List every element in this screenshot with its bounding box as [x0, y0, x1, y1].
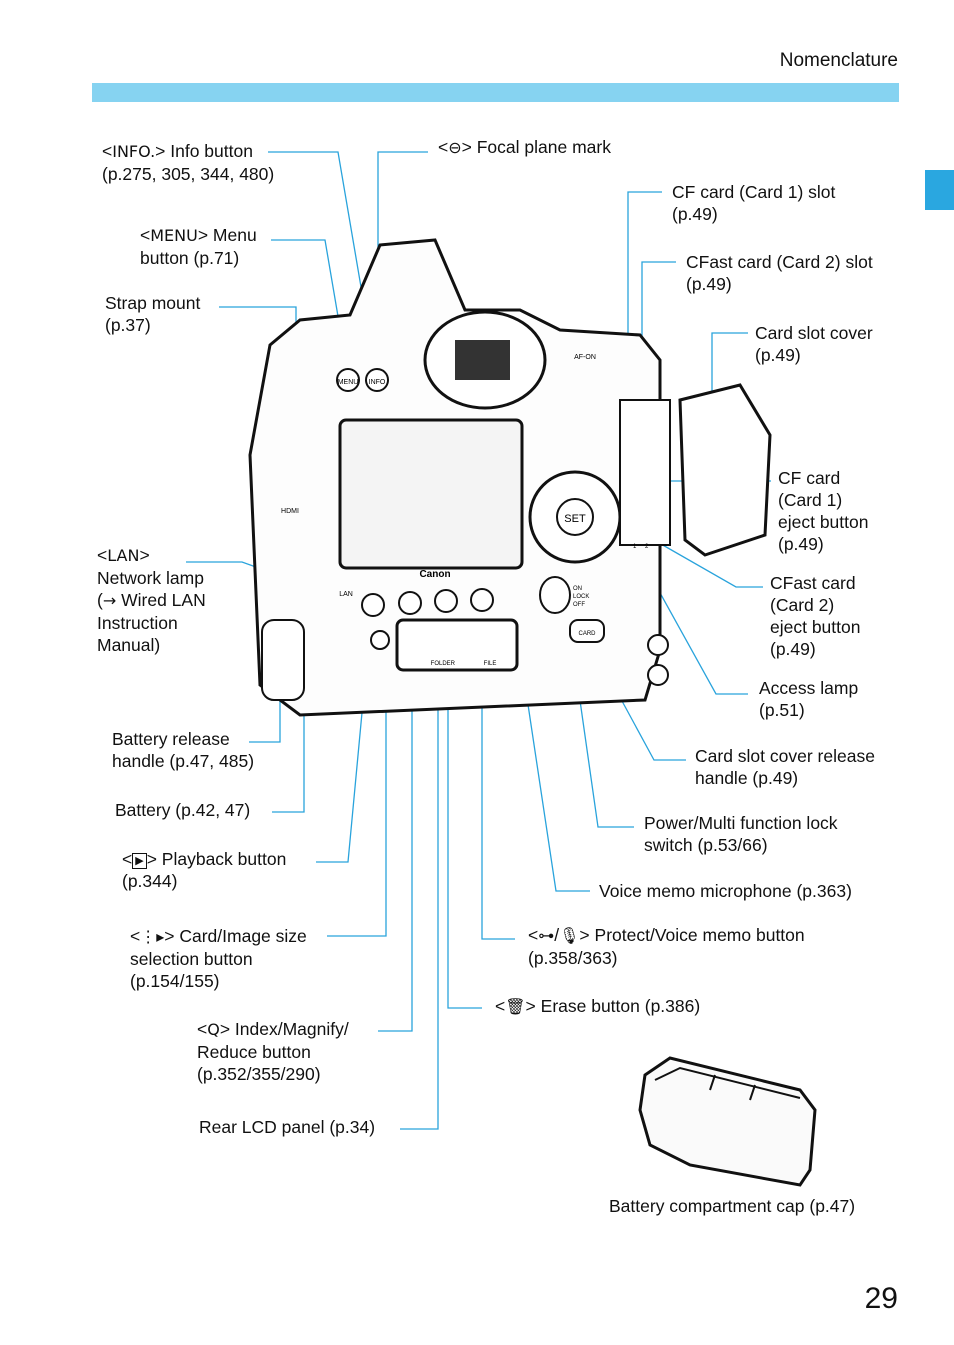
leader-battery [272, 688, 305, 813]
info-symbol: INFO. [112, 142, 156, 161]
af-on-marking: AF-ON [574, 354, 596, 361]
arrow-right-icon: → [102, 591, 117, 610]
leader-index [378, 606, 413, 1032]
access-lamp-label: Access lamp (p.51) [759, 678, 859, 720]
microphone-icon: 🎙 [559, 926, 580, 945]
lan-lamp-label: <LAN> Network lamp (→ Wired LAN Instruct… [97, 545, 206, 655]
cover-release-label: Card slot cover release handle (p.49) [695, 746, 875, 788]
lock-marking: LOCK [573, 594, 589, 600]
page-number: 29 [864, 1282, 898, 1315]
leader-access [653, 581, 748, 695]
menu-symbol: MENU [150, 226, 198, 245]
folder-marking: FOLDER [431, 661, 456, 667]
file-marking: FILE [484, 661, 497, 667]
section-title: Nomenclature [779, 50, 898, 71]
menu-button-label: <MENU> Menu button (p.71) [140, 225, 257, 268]
set-marking: SET [564, 513, 586, 525]
lan-symbol: LAN [107, 546, 140, 565]
strap-mount-label: Strap mount (p.37) [105, 293, 201, 335]
slot1-marking: 1 [633, 544, 637, 550]
cf-slot-label: CF card (Card 1) slot (p.49) [672, 182, 836, 224]
leader-protect [481, 606, 515, 940]
leader-cover [711, 332, 748, 418]
card-marking: CARD [578, 631, 596, 637]
leader-card-image [327, 650, 387, 937]
focal-plane-icon: ⊖ [448, 138, 462, 157]
battery-release-label: Battery release handle (p.47, 485) [112, 729, 255, 771]
erase-button-label: <🗑> Erase button (p.386) [495, 996, 701, 1016]
playback-icon: ▶ [132, 853, 147, 869]
cfast-eject-label: CFast card (Card 2) eject button (p.49) [770, 573, 861, 659]
camera-rear-illustration: SET MENU INFO Canon AF-ON LAN HDMI FOLDE… [248, 238, 772, 717]
cfast-slot-label: CFast card (Card 2) slot (p.49) [686, 252, 873, 294]
index-button-label: <Q> Index/Magnify/ Reduce button (p.352/… [197, 1019, 349, 1084]
battery-label: Battery (p.42, 47) [115, 800, 251, 820]
power-switch-label: Power/Multi function lock switch (p.53/6… [644, 813, 838, 855]
magnify-icon: Q [207, 1020, 220, 1039]
leader-erase [447, 606, 482, 1009]
info-marking: INFO [369, 379, 386, 386]
chapter-tab [925, 170, 954, 210]
card-image-size-icon: ⋮▸ [140, 927, 165, 946]
lan-marking: LAN [339, 591, 353, 598]
battery-cap-label: Battery compartment cap (p.47) [609, 1196, 856, 1216]
on-marking: ON [573, 586, 582, 592]
battery-cap-illustration [638, 1056, 817, 1187]
menu-marking: MENU [338, 379, 359, 386]
protect-button-label: <⊶/🎙> Protect/Voice memo button (p.358/3… [528, 925, 805, 968]
rear-lcd-label: Rear LCD panel (p.34) [199, 1117, 376, 1137]
key-icon: ⊶ [538, 926, 555, 945]
voice-mic-label: Voice memo microphone (p.363) [599, 881, 852, 901]
leader-cfast-eject [639, 531, 763, 588]
card-slot-cover-label: Card slot cover (p.49) [755, 323, 873, 365]
focal-plane-label: <⊖> Focal plane mark [438, 137, 611, 157]
hdmi-marking: HDMI [281, 508, 299, 515]
cf-eject-label: CF card (Card 1) eject button (p.49) [778, 468, 869, 554]
leader-rear-lcd [400, 645, 439, 1130]
playback-button-label: <▶> Playback button (p.344) [122, 849, 287, 891]
header-bar [92, 83, 899, 102]
trash-icon: 🗑 [505, 997, 526, 1016]
slot2-marking: 2 [645, 544, 649, 550]
card-image-label: <⋮▸> Card/Image size selection button (p… [130, 926, 307, 991]
off-marking: OFF [573, 602, 585, 608]
brand-marking: Canon [419, 569, 450, 580]
info-button-label: <INFO.> Info button (p.275, 305, 344, 48… [102, 141, 275, 184]
